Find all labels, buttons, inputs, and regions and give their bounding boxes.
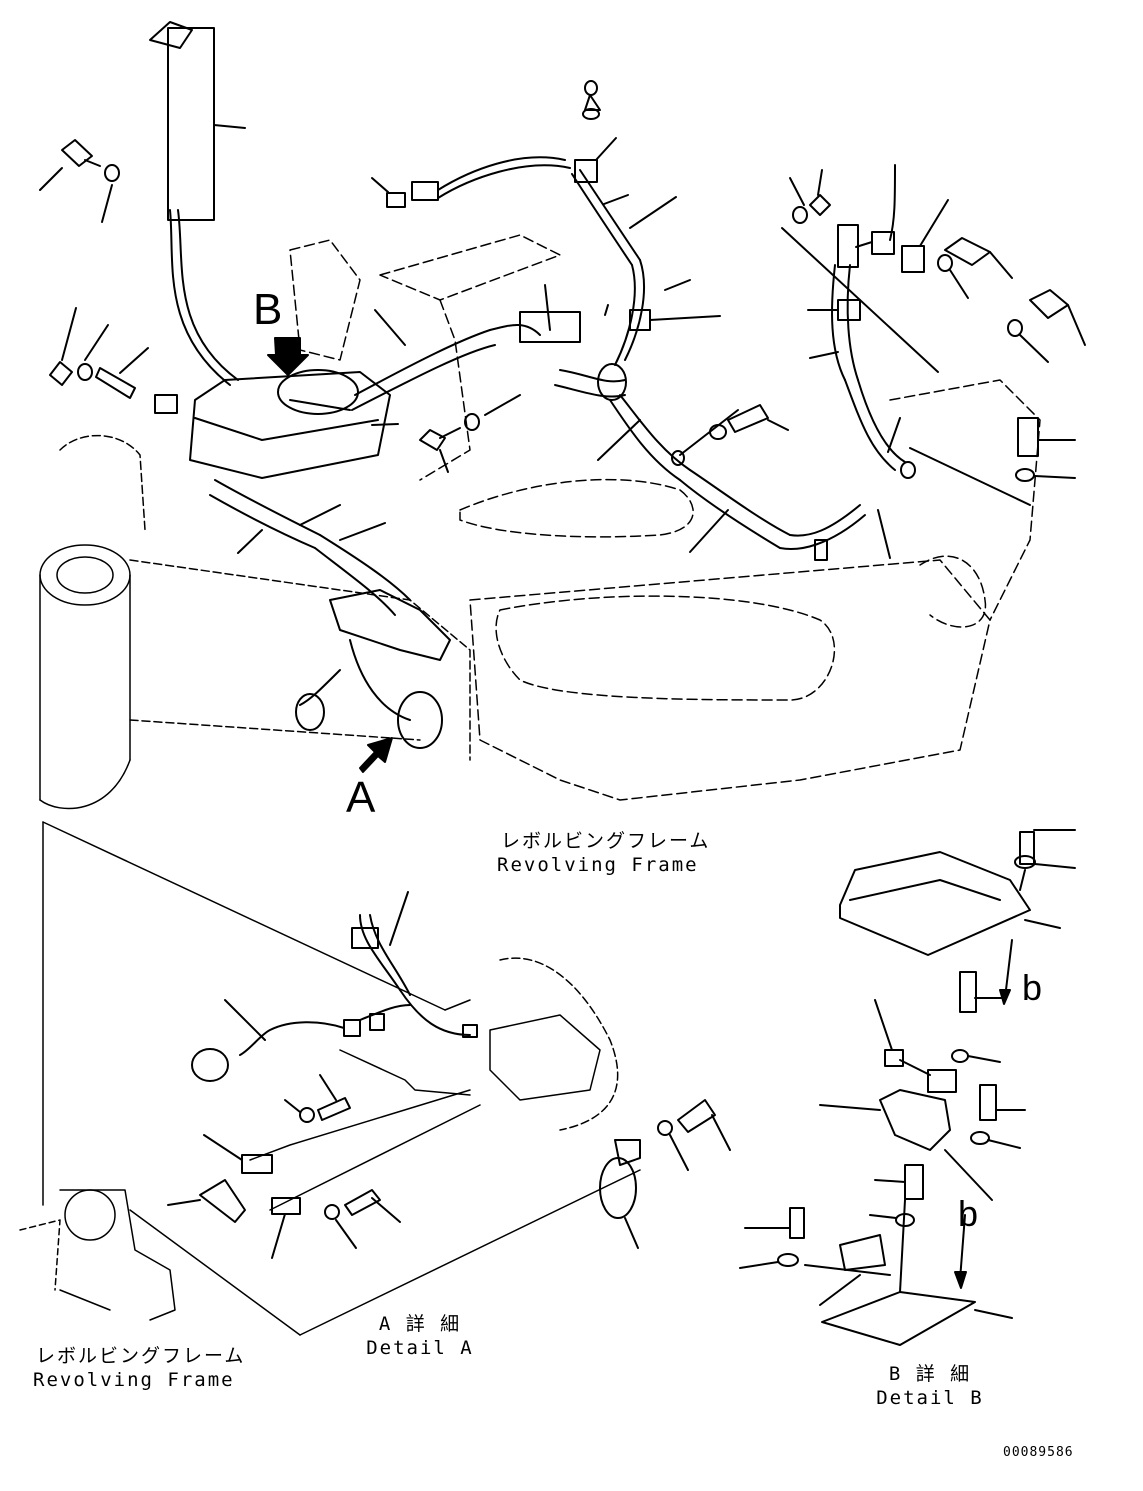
view-a-arrow: [360, 738, 392, 772]
caption-detail-b-jp: B 詳 細: [888, 1363, 972, 1385]
frame-pillar-left: [40, 436, 470, 809]
caption-frame-bottom-en: Revolving Frame: [33, 1369, 235, 1391]
caption-detail-a-jp: A 詳 細: [378, 1313, 462, 1335]
controller-box: [190, 370, 398, 478]
view-b-arrow: [268, 338, 308, 375]
caption-frame-bottom-jp: レボルビングフレーム: [36, 1345, 246, 1367]
bolt-left-frame: [50, 308, 177, 413]
main-harness: [352, 285, 580, 410]
bolt-right-frame: [910, 290, 1085, 505]
detail-a-bolts: [168, 1075, 400, 1258]
detail-a-frame-lines: [43, 822, 640, 1335]
view-a-callout: A: [346, 773, 376, 822]
caption-detail-b-en: Detail B: [876, 1387, 984, 1409]
arrow-b-label-2: b: [958, 1193, 979, 1234]
bolt-upper-left: [40, 140, 119, 222]
revolving-frame-main: [290, 235, 1040, 800]
arrow-b-label-1: b: [1022, 967, 1043, 1008]
detail-a-frame-pillar: [20, 1190, 175, 1320]
top-connectors: [372, 81, 676, 265]
detail-b-cover: [840, 830, 1075, 1004]
detail-b-relay: [820, 972, 1025, 1288]
detail-b-plate: [740, 1165, 1012, 1345]
caption-frame-top-en: Revolving Frame: [497, 854, 699, 876]
view-b-callout: B: [253, 285, 283, 334]
caption-detail-a-en: Detail A: [366, 1337, 474, 1359]
detail-a-horn: [600, 1100, 730, 1248]
detail-a-harness: [192, 892, 618, 1210]
caption-frame-top-jp: レボルビングフレーム: [501, 830, 711, 852]
document-id: 00089586: [1003, 1445, 1074, 1460]
bolt-middle: [420, 395, 788, 472]
center-harness: [555, 260, 890, 560]
vertical-bracket: [150, 22, 245, 385]
lower-harness: [210, 480, 450, 748]
upper-right-harness: [782, 165, 1012, 478]
